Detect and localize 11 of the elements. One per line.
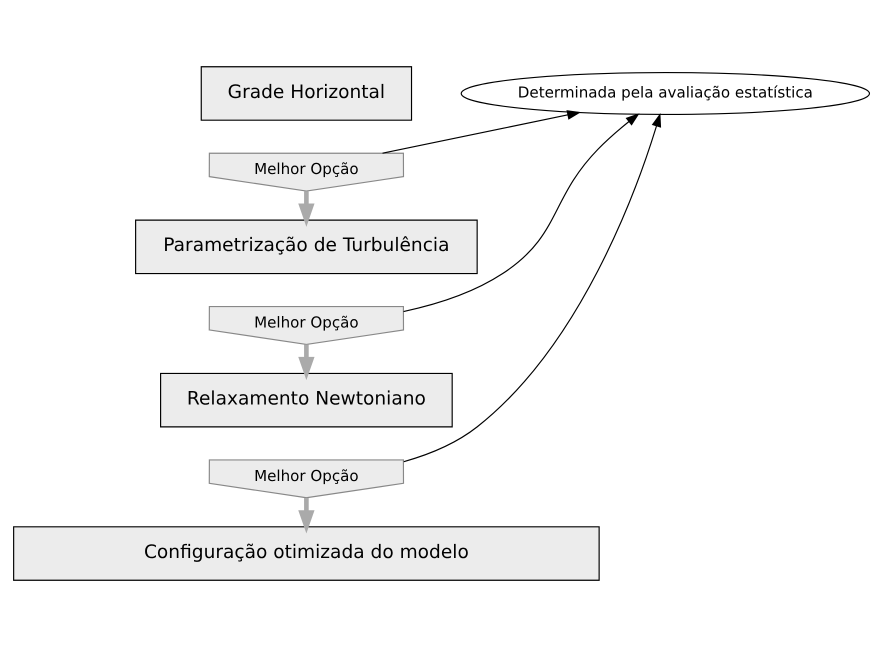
- node-ellipse: Determinada pela avaliação estatística: [460, 72, 870, 115]
- node-box: Parametrização de Turbulência: [134, 220, 478, 274]
- arrow: [298, 344, 314, 380]
- node-box: Grade Horizontal: [200, 66, 412, 121]
- arrow: [403, 112, 661, 462]
- arrow: [298, 498, 314, 534]
- arrow: [402, 113, 640, 312]
- node-box: Relaxamento Newtoniano: [160, 372, 452, 428]
- arrow: [298, 191, 314, 227]
- node-box: Configuração otimizada do modelo: [12, 526, 600, 581]
- arrow: [382, 110, 581, 154]
